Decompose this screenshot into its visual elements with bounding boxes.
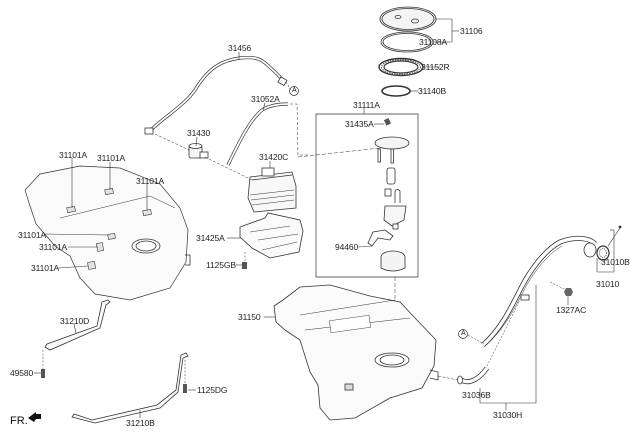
part-label-31101a-2[interactable]: 31101A	[97, 153, 126, 163]
part-label-31456[interactable]: 31456	[228, 43, 252, 53]
vapor-hose-31052a[interactable]	[226, 102, 289, 166]
part-label-31150[interactable]: 31150	[238, 312, 261, 322]
callout-a-bottom	[458, 329, 468, 339]
part-label-31106[interactable]: 31106	[460, 26, 483, 36]
filler-neck-pipe[interactable]	[481, 235, 597, 347]
nut-1327ac[interactable]	[549, 281, 573, 305]
bolt-1125dg[interactable]	[183, 360, 187, 393]
fuel-tank-31150[interactable]	[273, 284, 439, 421]
bolt-49580[interactable]	[41, 350, 45, 378]
fuel-pump-cover-plate[interactable]	[379, 6, 437, 32]
part-label-49580[interactable]: 49580	[10, 368, 34, 378]
part-label-1125gb[interactable]: 1125GB	[206, 260, 236, 270]
front-direction-label: FR.	[10, 415, 28, 427]
part-label-31425a[interactable]: 31425A	[196, 233, 225, 243]
part-label-31101a-1[interactable]: 31101A	[59, 150, 88, 160]
part-label-31052a[interactable]: 31052A	[251, 94, 280, 104]
part-label-31111a[interactable]: 31111A	[353, 100, 380, 110]
fuel-filler-cap[interactable]	[596, 245, 610, 261]
part-label-31435a[interactable]: 31435A	[345, 119, 374, 129]
part-label-94460[interactable]: 94460	[335, 242, 359, 252]
tank-strap-rear[interactable]	[71, 352, 189, 424]
part-label-1327ac[interactable]: 1327AC	[556, 305, 587, 315]
leader-lines-general	[34, 52, 615, 418]
part-label-31420c[interactable]: 31420C	[259, 152, 289, 162]
leader-lines-pads	[44, 158, 148, 269]
cap-tether[interactable]	[607, 225, 622, 247]
front-direction-arrow-icon	[28, 412, 41, 422]
bolt-1125gb[interactable]	[242, 252, 247, 269]
callout-a-bottom-label: A	[461, 330, 466, 337]
lock-ring[interactable]	[378, 57, 424, 77]
callout-a-top-label: A	[292, 87, 297, 94]
fuel-pump-module[interactable]	[367, 118, 410, 272]
canister[interactable]	[247, 167, 297, 213]
part-label-31210d[interactable]: 31210D	[60, 316, 90, 326]
fuel-tank-phantom[interactable]	[24, 165, 191, 301]
tank-pads[interactable]	[66, 187, 152, 270]
part-label-31140b[interactable]: 31140B	[418, 86, 447, 96]
vapor-hose-31456[interactable]	[144, 55, 288, 135]
purge-control-valve[interactable]	[188, 143, 209, 159]
o-ring[interactable]	[381, 85, 411, 97]
part-label-31010[interactable]: 31010	[596, 279, 620, 289]
callout-a-top	[289, 86, 299, 96]
part-label-31101a-4[interactable]: 31101A	[18, 230, 47, 240]
part-label-31010b[interactable]: 31010B	[601, 257, 630, 267]
part-label-31030h[interactable]: 31030H	[493, 410, 523, 420]
part-label-31101a-6[interactable]: 31101A	[31, 263, 60, 273]
canister-bracket[interactable]	[239, 212, 304, 259]
part-label-31101a-3[interactable]: 31101A	[136, 176, 165, 186]
part-label-31036b[interactable]: 31036B	[462, 390, 491, 400]
part-label-31108a[interactable]: 31108A	[419, 37, 448, 47]
part-label-31210b[interactable]: 31210B	[126, 418, 155, 428]
tank-strap-front[interactable]	[44, 299, 111, 351]
breather-hose-31036b[interactable]	[457, 366, 490, 385]
part-label-31152r[interactable]: 31152R	[421, 62, 450, 72]
part-label-31430[interactable]: 31430	[187, 128, 211, 138]
part-label-1125dg[interactable]: 1125DG	[197, 385, 228, 395]
leader-lines-top	[410, 18, 459, 92]
part-label-31101a-5[interactable]: 31101A	[39, 242, 68, 252]
fuel-pump-module-frame	[315, 113, 419, 278]
